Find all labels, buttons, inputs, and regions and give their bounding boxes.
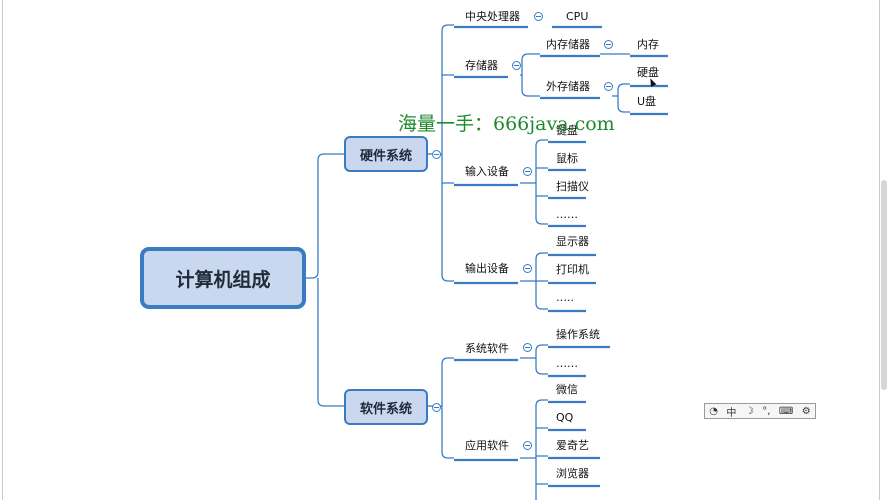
node-input-devices[interactable]: 输入设备 xyxy=(465,165,509,178)
node-application-software[interactable]: 应用软件 xyxy=(465,439,509,452)
collapse-external-icon[interactable] xyxy=(604,82,613,91)
node-memory[interactable]: 内存 xyxy=(637,38,659,51)
collapse-cpu-icon[interactable] xyxy=(534,12,543,21)
keyboard-icon[interactable]: ⌨ xyxy=(778,405,794,417)
node-os[interactable]: 操作系统 xyxy=(556,328,600,341)
software-node[interactable]: 软件系统 xyxy=(344,389,428,425)
collapse-hardware-icon[interactable] xyxy=(432,150,441,159)
node-hard-disk[interactable]: 硬盘 xyxy=(637,66,659,79)
node-browser[interactable]: 浏览器 xyxy=(556,467,589,480)
root-node[interactable]: 计算机组成 xyxy=(140,247,306,309)
scrollbar[interactable] xyxy=(881,180,887,390)
node-iqiyi[interactable]: 爱奇艺 xyxy=(556,439,589,452)
node-keyboard[interactable]: 键盘 xyxy=(556,124,578,137)
gear-icon[interactable]: ⚙ xyxy=(801,405,811,417)
collapse-input-icon[interactable] xyxy=(523,167,532,176)
ime-mode-label[interactable]: 中 xyxy=(726,407,737,419)
right-frame-border xyxy=(879,0,880,500)
collapse-software-icon[interactable] xyxy=(432,403,441,412)
moon-icon[interactable]: ☽ xyxy=(744,405,754,417)
node-printer[interactable]: 打印机 xyxy=(556,263,589,276)
node-cpu-parent[interactable]: 中央处理器 xyxy=(465,10,520,23)
node-wechat[interactable]: 微信 xyxy=(556,383,578,396)
node-external-storage[interactable]: 外存储器 xyxy=(546,80,590,93)
collapse-app-sw-icon[interactable] xyxy=(523,441,532,450)
node-usb-disk[interactable]: U盘 xyxy=(637,95,657,108)
left-frame-border xyxy=(2,0,3,500)
collapse-output-icon[interactable] xyxy=(523,264,532,273)
ime-toolbar[interactable]: ◔ 中 ☽ °, ⌨ ⚙ xyxy=(704,403,816,419)
watermark: 海量一手：666java.com xyxy=(398,113,615,135)
node-output-more[interactable]: ….. xyxy=(556,291,574,304)
node-mouse[interactable]: 鼠标 xyxy=(556,152,578,165)
collapse-storage-icon[interactable] xyxy=(512,61,521,70)
node-output-devices[interactable]: 输出设备 xyxy=(465,262,509,275)
node-system-software[interactable]: 系统软件 xyxy=(465,342,509,355)
node-qq[interactable]: QQ xyxy=(556,411,574,424)
hardware-node[interactable]: 硬件系统 xyxy=(344,136,428,172)
node-monitor[interactable]: 显示器 xyxy=(556,235,589,248)
ime-logo-icon[interactable]: ◔ xyxy=(709,405,718,417)
node-system-more[interactable]: …… xyxy=(556,357,578,370)
collapse-internal-icon[interactable] xyxy=(604,40,613,49)
node-storage[interactable]: 存储器 xyxy=(465,59,498,72)
node-cpu[interactable]: CPU xyxy=(566,10,589,23)
node-input-more[interactable]: …… xyxy=(556,208,578,221)
node-scanner[interactable]: 扫描仪 xyxy=(556,180,589,193)
punctuation-icon[interactable]: °, xyxy=(762,405,771,417)
node-internal-storage[interactable]: 内存储器 xyxy=(546,38,590,51)
collapse-system-sw-icon[interactable] xyxy=(523,343,532,352)
